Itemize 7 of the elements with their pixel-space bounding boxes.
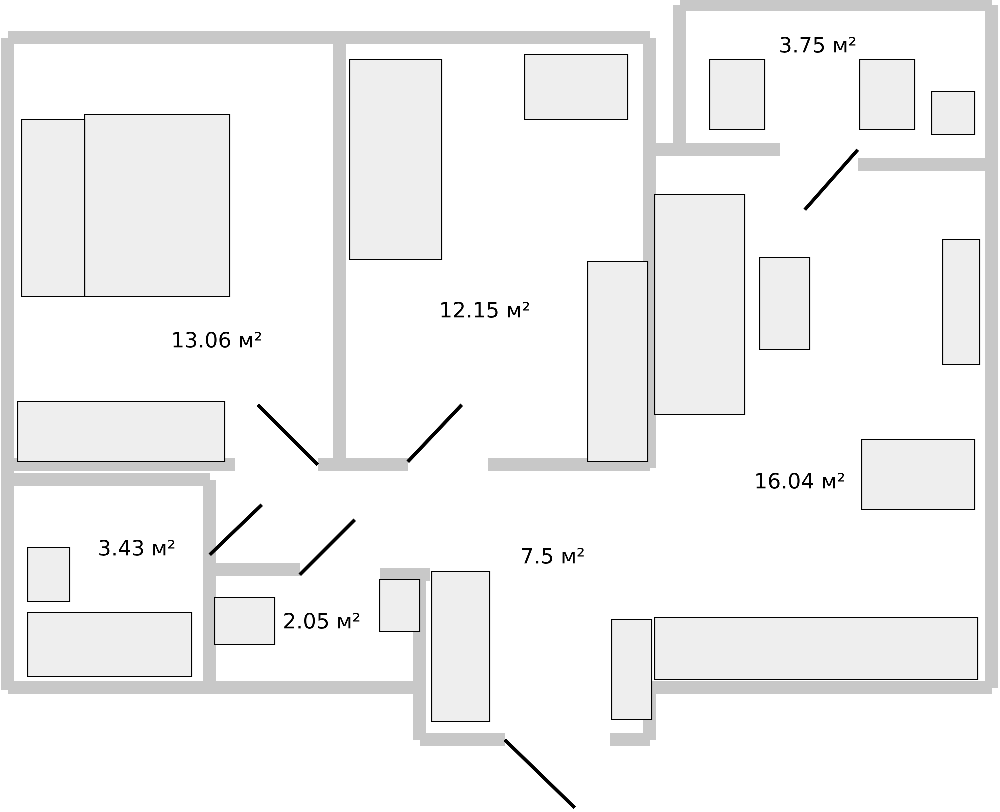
area-label: 13.06 м² xyxy=(174,332,262,348)
area-label: 3.75 м² xyxy=(780,37,856,53)
area-label: 7.5 м² xyxy=(522,548,584,564)
area-label: 3.43 м² xyxy=(100,540,175,556)
area-label: 16.04 м² xyxy=(756,473,844,489)
area-label: 2.05 м² xyxy=(284,613,360,629)
area-label: 12.15 м² xyxy=(442,302,530,318)
